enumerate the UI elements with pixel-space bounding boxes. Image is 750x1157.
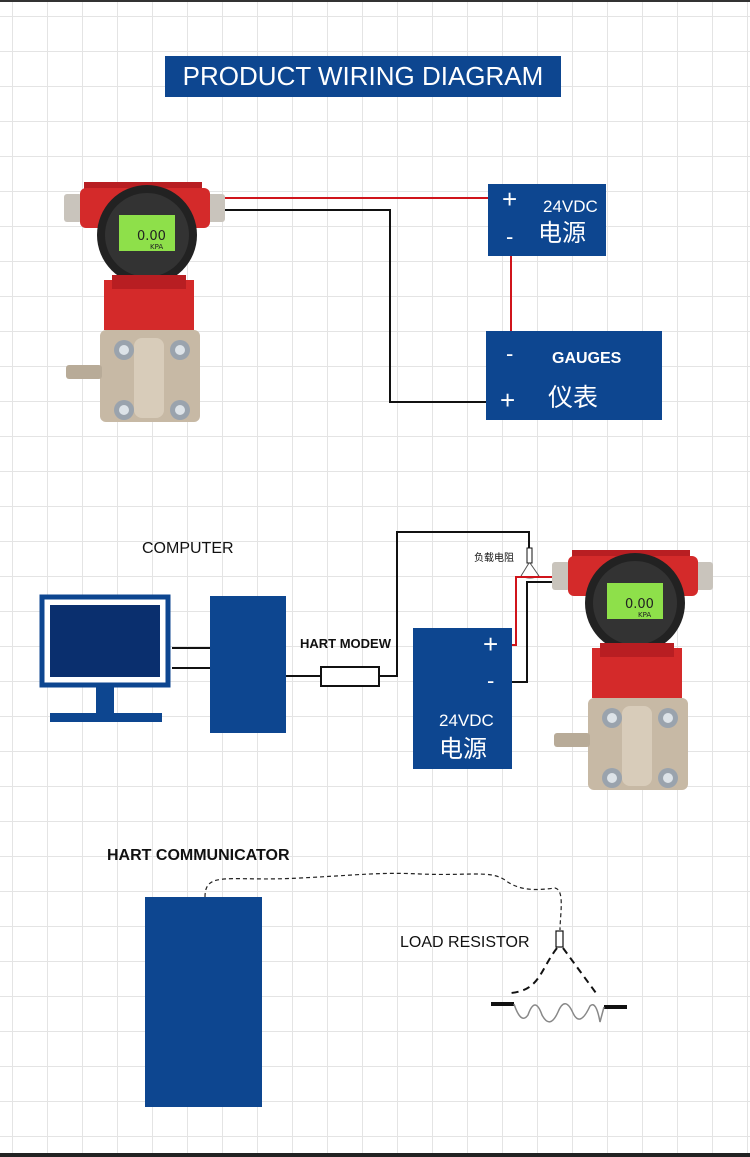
load-resistor-zigzag: [513, 1003, 605, 1023]
transmitter-2-display-unit: KPA: [638, 611, 652, 619]
page-title: PRODUCT WIRING DIAGRAM: [165, 56, 561, 97]
load-resistor-label: LOAD RESISTOR: [400, 934, 530, 951]
plus-terminal: +: [500, 385, 516, 415]
power-label-cn: 电源: [439, 736, 487, 763]
transmitter-1-display-value: 0.00: [137, 229, 166, 244]
gauges-label: GAUGES: [552, 350, 622, 367]
power-supply-box-1: + - 24VDC 电源: [488, 184, 606, 256]
voltage-label: 24VDC: [439, 711, 494, 730]
monitor-icon: [39, 594, 171, 722]
red-wire-3: [512, 576, 572, 646]
transmitter-1-display-unit: KPA: [150, 243, 164, 251]
modem-label: HART MODEW: [300, 636, 391, 651]
transmitter-2-display-value: 0.00: [625, 597, 654, 612]
gauges-label-cn: 仪表: [548, 384, 599, 412]
communicator-label: HART COMMUNICATOR: [107, 847, 290, 864]
power-supply-box-2: + - 24VDC 电源: [413, 628, 512, 769]
communicator-box: [145, 897, 262, 1107]
black-wire-3: [512, 581, 572, 683]
voltage-label: 24VDC: [543, 197, 598, 216]
minus-terminal: -: [506, 341, 514, 366]
top-border: [0, 0, 750, 2]
plus-terminal: +: [483, 629, 499, 659]
power-label-cn: 电源: [538, 220, 586, 247]
bottom-border: [0, 1153, 750, 1157]
computer-box: [210, 596, 286, 733]
transmitter-1: [64, 182, 225, 422]
transmitter-2: [552, 550, 713, 790]
gauges-box: - GAUGES + 仪表: [486, 331, 662, 420]
plus-terminal: +: [502, 184, 518, 214]
signal-wire: [286, 531, 530, 677]
black-wire-1: [225, 209, 486, 403]
minus-terminal: -: [487, 668, 495, 693]
modem-resistor: [320, 666, 380, 687]
communicator-lead: [204, 872, 562, 931]
resistor-label-cn: 负载电阻: [474, 553, 514, 564]
computer-label: COMPUTER: [142, 540, 234, 557]
minus-terminal: -: [506, 224, 514, 249]
